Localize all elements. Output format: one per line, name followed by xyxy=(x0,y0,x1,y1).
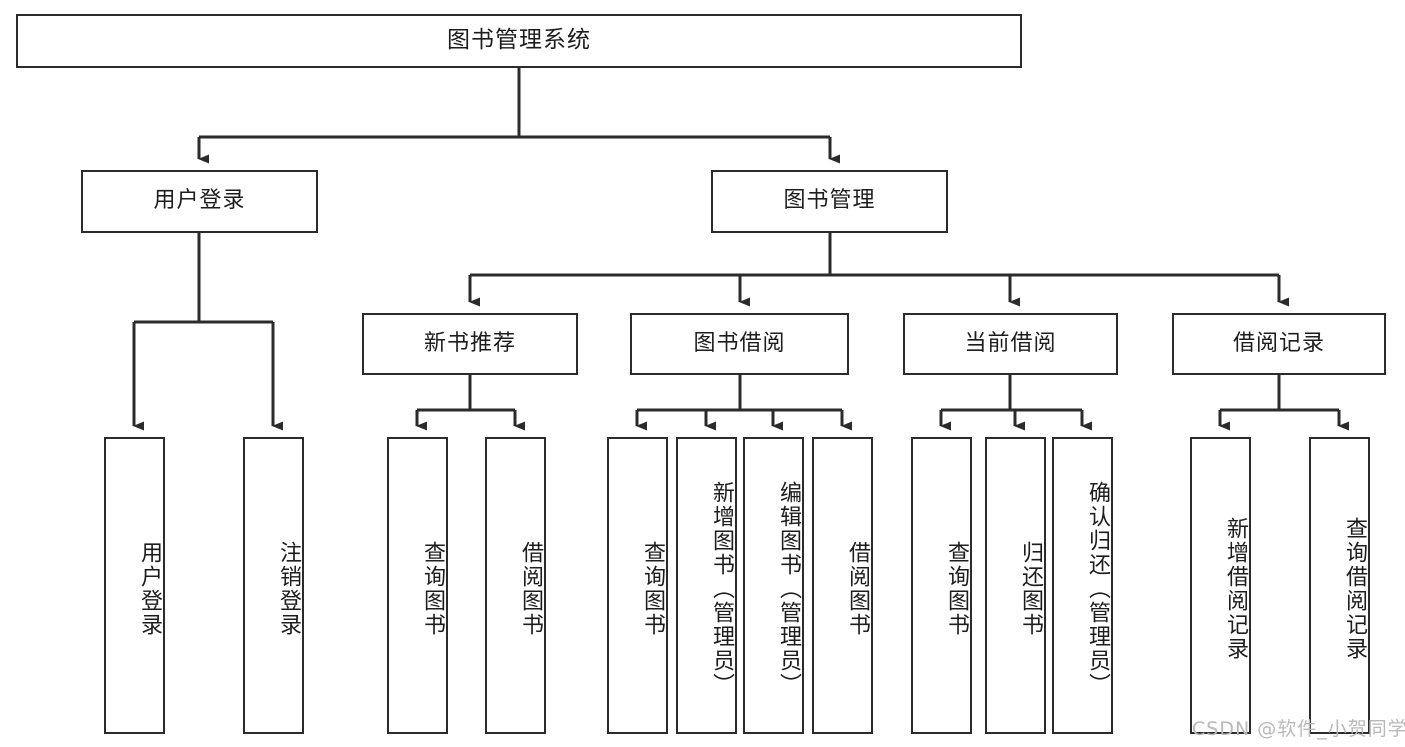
node-label: 查询图书 xyxy=(420,540,445,637)
node-root[interactable]: 图书管理系统 xyxy=(16,14,1022,68)
node-leaf-logout[interactable]: 注销登录 xyxy=(243,437,304,734)
node-label: 查询借阅记录 xyxy=(1342,516,1367,661)
node-label: 注销登录 xyxy=(276,540,301,637)
node-label: 图书管理 xyxy=(783,188,876,214)
node-label: 用户登录 xyxy=(137,540,162,637)
node-level3-current-borrow[interactable]: 当前借阅 xyxy=(903,313,1118,375)
node-label: 编辑图书（管理员） xyxy=(776,480,801,697)
node-level3-borrow-record[interactable]: 借阅记录 xyxy=(1172,313,1386,375)
node-label: 用户登录 xyxy=(153,188,246,214)
node-leaf-query-book-b[interactable]: 查询图书 xyxy=(607,437,668,734)
node-label: 图书借阅 xyxy=(693,330,786,356)
node-label: 查询图书 xyxy=(944,540,969,637)
node-label: 当前借阅 xyxy=(964,330,1057,356)
node-leaf-query-borrow-record[interactable]: 查询借阅记录 xyxy=(1309,437,1370,734)
node-level2-book-management[interactable]: 图书管理 xyxy=(711,170,948,233)
node-root-label: 图书管理系统 xyxy=(447,27,591,54)
node-leaf-confirm-return-admin[interactable]: 确认归还（管理员） xyxy=(1052,437,1113,734)
node-label: 借阅记录 xyxy=(1232,330,1325,356)
node-leaf-add-borrow-record[interactable]: 新增借阅记录 xyxy=(1190,437,1251,734)
node-label: 新增借阅记录 xyxy=(1223,516,1248,661)
node-level2-user-login[interactable]: 用户登录 xyxy=(81,170,318,233)
node-level3-new-book-recommend[interactable]: 新书推荐 xyxy=(362,313,578,375)
node-leaf-borrow-book-b[interactable]: 借阅图书 xyxy=(812,437,873,734)
node-label: 新增图书（管理员） xyxy=(709,480,734,697)
node-leaf-edit-book-admin[interactable]: 编辑图书（管理员） xyxy=(743,437,804,734)
node-label: 借阅图书 xyxy=(845,540,870,637)
node-label: 查询图书 xyxy=(640,540,665,637)
node-leaf-add-book-admin[interactable]: 新增图书（管理员） xyxy=(676,437,737,734)
node-label: 归还图书 xyxy=(1018,540,1043,637)
node-level3-book-borrow[interactable]: 图书借阅 xyxy=(630,313,849,375)
node-leaf-user-login[interactable]: 用户登录 xyxy=(104,437,165,734)
watermark: CSDN @软件_小贺同学 xyxy=(1192,718,1405,740)
node-leaf-query-book-c[interactable]: 查询图书 xyxy=(911,437,972,734)
node-label: 新书推荐 xyxy=(423,330,516,356)
node-leaf-return-book[interactable]: 归还图书 xyxy=(985,437,1046,734)
node-label: 借阅图书 xyxy=(518,540,543,637)
node-leaf-query-book-a[interactable]: 查询图书 xyxy=(387,437,448,734)
node-leaf-borrow-book-a[interactable]: 借阅图书 xyxy=(485,437,546,734)
node-label: 确认归还（管理员） xyxy=(1085,480,1110,697)
